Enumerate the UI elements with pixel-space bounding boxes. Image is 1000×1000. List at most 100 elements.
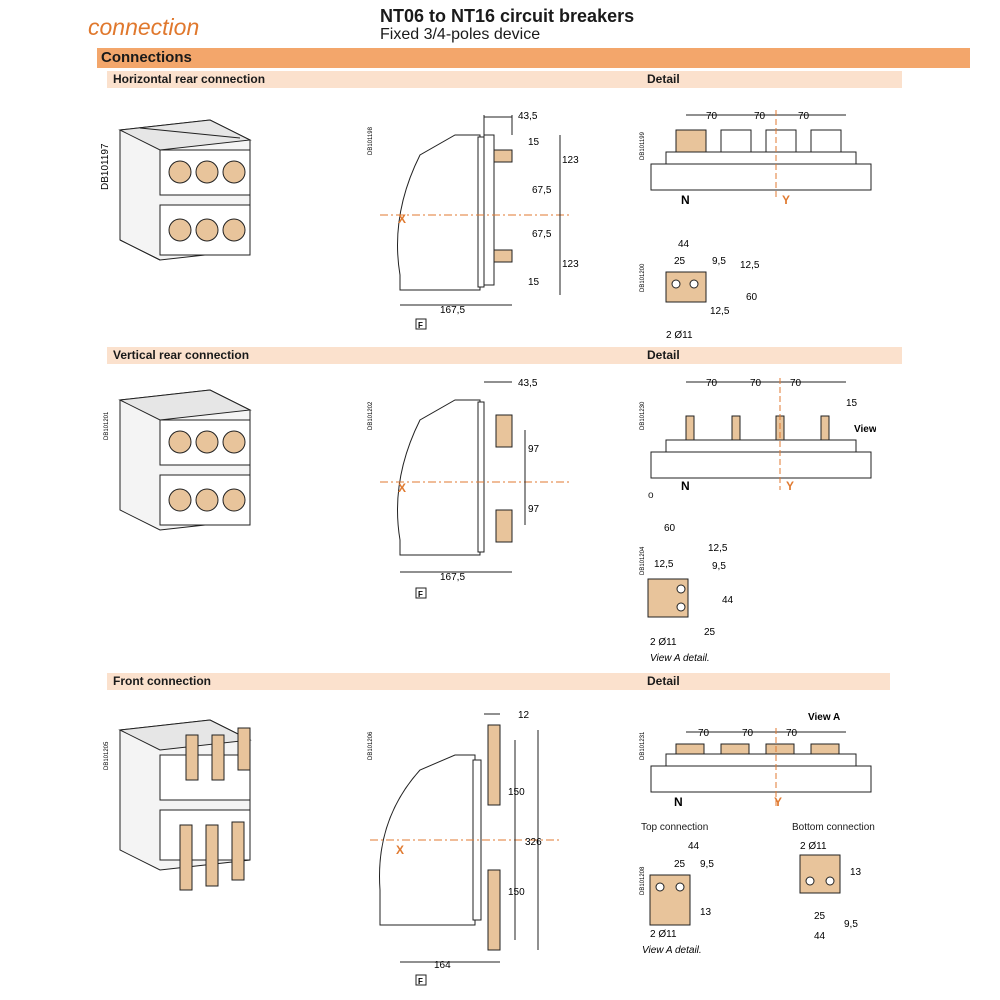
front-marker: F (418, 977, 423, 986)
front-marker: F (418, 321, 423, 330)
dim-label: 150 (508, 887, 525, 898)
section-header-vertical: Vertical rear connection Detail (107, 347, 902, 364)
axis-x-label: X (398, 212, 406, 226)
drawing-code: DB101200 (640, 263, 646, 292)
page-title: NT06 to NT16 circuit breakers (380, 6, 635, 26)
dim-label: 13 (850, 867, 862, 878)
breaker-iso-vertical: DB101201 (104, 389, 252, 531)
dim-label: 12,5 (740, 260, 760, 271)
dim-label: 70 (754, 111, 766, 122)
detail-title: Detail (647, 348, 680, 362)
dim-label: 12,5 (654, 559, 674, 570)
dim-label: 70 (790, 378, 802, 389)
axis-y-label: Y (786, 479, 794, 493)
breaker-iso-horizontal: DB101197 (100, 119, 252, 261)
dim-label: 9,5 (844, 919, 858, 930)
dim-label: 13 (700, 907, 712, 918)
drawing-code: DB101230 (640, 401, 646, 430)
dim-label: 167,5 (440, 305, 465, 316)
dim-label: 97 (528, 444, 540, 455)
dim-label: 44 (814, 931, 826, 942)
section-header-front: Front connection Detail (107, 673, 890, 690)
dim-label: 123 (562, 155, 579, 166)
detail-title: Detail (647, 674, 680, 688)
section-header-horizontal: Horizontal rear connection Detail (107, 71, 902, 88)
dim-label: 150 (508, 787, 525, 798)
dim-label: 43,5 (518, 378, 538, 389)
busbar-detail-vertical: DB101204 60 12,5 12,5 9,5 44 25 2 Ø11 Vi… (640, 523, 734, 664)
section-title: Horizontal rear connection (113, 72, 266, 86)
drawing-code: DB101197 (100, 143, 111, 190)
dim-label: 9,5 (700, 859, 714, 870)
busbar-detail-horizontal: DB101200 44 25 9,5 12,5 60 12,5 2 Ø11 (640, 239, 760, 341)
section-title: Front connection (113, 674, 211, 688)
dim-label: 67,5 (532, 185, 552, 196)
dim-label: 70 (798, 111, 810, 122)
dim-label: 2 Ø11 (650, 929, 677, 940)
section-title: Vertical rear connection (113, 348, 250, 362)
dim-label: 15 (846, 398, 858, 409)
drawing-code: DB101206 (368, 731, 374, 760)
drawing-code: DB101199 (640, 131, 646, 160)
band-label: Connections (101, 49, 192, 66)
front-marker: F (418, 590, 423, 599)
side-view-vertical: DB101202 X 43,5 97 97 167,5 F (368, 378, 570, 599)
side-view-front: DB101206 X 12 150 326 150 164 F (368, 710, 560, 986)
dim-label: 70 (742, 728, 754, 739)
dim-label: 67,5 (532, 229, 552, 240)
dim-label: 2 Ø11 (650, 637, 677, 648)
axis-x-label: X (396, 843, 404, 857)
detail-top-vertical: DB101230 70 70 70 15 View A N Y (640, 378, 876, 493)
dim-label: 70 (786, 728, 798, 739)
dim-label: 15 (528, 137, 540, 148)
dim-label: 2 Ø11 (800, 841, 827, 852)
busbar-detail-front-top: DB101208 44 25 9,5 13 2 Ø11 View A detai… (640, 841, 714, 956)
detail-top-horizontal: DB101199 70 70 70 N Y (640, 110, 872, 207)
drawing-code: DB101205 (104, 741, 110, 770)
dim-label: 167,5 (440, 572, 465, 583)
dim-label: 60 (664, 523, 676, 534)
dim-label: 70 (706, 111, 718, 122)
drawing-code: DB101202 (368, 401, 374, 430)
top-connection-label: Top connection (641, 822, 709, 833)
drawing-code: DB101208 (640, 866, 646, 895)
drawing-code: DB101201 (104, 411, 110, 440)
dim-label: 97 (528, 504, 540, 515)
axis-y-label: Y (782, 193, 790, 207)
dim-label: 25 (674, 859, 686, 870)
dim-label: 123 (562, 259, 579, 270)
dim-label: 9,5 (712, 256, 726, 267)
axis-y-label: Y (774, 795, 782, 809)
dim-label: 15 (528, 277, 540, 288)
dim-label: 70 (698, 728, 710, 739)
drawing-code: DB101198 (368, 126, 374, 155)
bottom-connection-label: Bottom connection (792, 822, 875, 833)
axis-x-label: X (398, 481, 406, 495)
breaker-iso-front: DB101205 (104, 719, 252, 891)
dim-label: 44 (722, 595, 734, 606)
dim-label: 60 (746, 292, 758, 303)
dim-label: 25 (704, 627, 716, 638)
dim-label: 9,5 (712, 561, 726, 572)
page-subtitle: Fixed 3/4-poles device (380, 26, 541, 43)
dim-label: 44 (688, 841, 700, 852)
dim-label: 2 Ø11 (666, 330, 693, 341)
dim-label: 70 (706, 378, 718, 389)
neutral-label: N (681, 193, 690, 207)
dim-label: 44 (678, 239, 690, 250)
view-a-detail-caption: View A detail. (642, 945, 702, 956)
detail-title: Detail (647, 72, 680, 86)
dim-label: 12 (518, 710, 530, 721)
view-a-detail-caption: View A detail. (650, 653, 710, 664)
section-label: connection (88, 14, 200, 40)
connections-band: Connections (97, 48, 970, 68)
dim-label: 43,5 (518, 111, 538, 122)
dim-label: 326 (525, 837, 542, 848)
neutral-label: N (681, 479, 690, 493)
dim-label: 25 (674, 256, 686, 267)
side-view-horizontal: DB101198 X 43,5 15 123 67,5 67,5 123 15 … (368, 111, 579, 330)
dim-label: 12,5 (710, 306, 730, 317)
dim-label: 70 (750, 378, 762, 389)
detail-top-front: DB101231 View A 70 70 70 N Y (640, 712, 872, 809)
dim-label: 25 (814, 911, 826, 922)
